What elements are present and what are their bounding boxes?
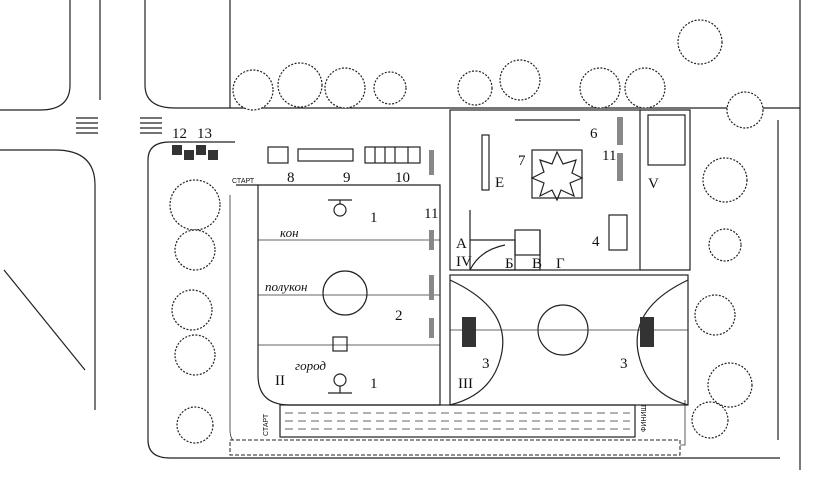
equipment-row bbox=[267, 146, 421, 164]
label-3-left: 3 bbox=[482, 356, 490, 372]
label-12: 12 bbox=[172, 126, 187, 142]
label-finish: ФИНИШ bbox=[641, 405, 648, 432]
label-start-top: СТАРТ bbox=[232, 178, 255, 185]
label-7: 7 bbox=[518, 153, 526, 169]
label-start-bottom: СТАРТ bbox=[263, 413, 270, 436]
label-3-right: 3 bbox=[620, 356, 628, 372]
label-iv: IV bbox=[456, 254, 472, 270]
label-a: А bbox=[456, 236, 467, 252]
crosswalk-left bbox=[76, 117, 98, 134]
basketball-court bbox=[449, 274, 689, 406]
label-gorod: город bbox=[295, 358, 326, 373]
label-4: 4 bbox=[592, 234, 600, 250]
label-11-left: 11 bbox=[424, 206, 438, 222]
label-iii: III bbox=[458, 376, 473, 392]
label-11-right: 11 bbox=[602, 148, 616, 164]
label-v-cyr: В bbox=[532, 256, 542, 272]
label-9: 9 bbox=[343, 170, 351, 186]
site-boundary bbox=[147, 120, 780, 459]
crosswalk-right bbox=[140, 117, 162, 134]
label-8: 8 bbox=[287, 170, 295, 186]
label-1-bottom: 1 bbox=[370, 376, 378, 392]
label-2: 2 bbox=[395, 308, 403, 324]
hedge bbox=[229, 439, 681, 456]
label-10: 10 bbox=[395, 170, 410, 186]
label-kon: кон bbox=[280, 225, 299, 240]
labels: 12 13 8 9 10 11 11 6 7 Е V СТАРТ 1 кон п… bbox=[172, 126, 659, 436]
trees bbox=[169, 19, 764, 444]
play-zone-upper bbox=[449, 109, 691, 271]
label-ii: II bbox=[275, 373, 285, 389]
label-1-top: 1 bbox=[370, 210, 378, 226]
label-b: Б bbox=[505, 256, 514, 272]
label-e: Е bbox=[495, 175, 504, 191]
running-track bbox=[279, 404, 636, 438]
streets bbox=[0, 0, 801, 470]
climbing-walls-11 bbox=[429, 117, 623, 338]
label-v: V bbox=[648, 176, 659, 192]
label-13: 13 bbox=[197, 126, 212, 142]
label-6: 6 bbox=[590, 126, 598, 142]
flower-beds bbox=[172, 145, 218, 160]
football-field bbox=[236, 184, 441, 406]
label-g: Г bbox=[556, 256, 565, 272]
label-polukon: полукон bbox=[265, 279, 307, 294]
